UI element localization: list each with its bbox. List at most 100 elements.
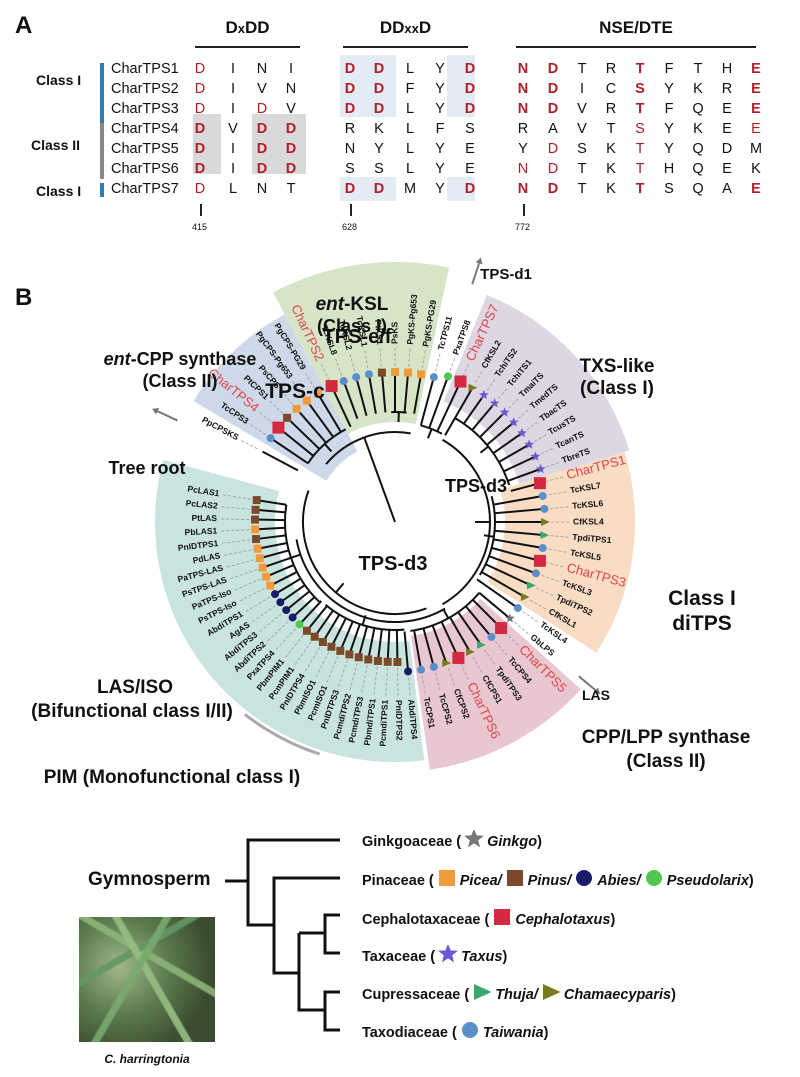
residue: V <box>577 101 587 117</box>
cephalotaxus-marker <box>533 477 546 490</box>
sector-ent-cpp <box>193 314 358 481</box>
residue: Y <box>664 141 674 157</box>
pinus-icon <box>506 870 523 886</box>
panel-a-letter: A <box>15 12 33 39</box>
residue: N <box>517 161 529 177</box>
cephalotaxus-marker <box>454 375 467 388</box>
residue: L <box>405 101 415 117</box>
residue: A <box>722 181 732 197</box>
picea-marker <box>266 581 275 590</box>
cephalotaxus-icon <box>494 909 511 925</box>
pinus-marker <box>310 632 319 641</box>
residue: C <box>605 81 617 97</box>
taiwania-marker <box>429 373 438 382</box>
motif-title-part: D <box>225 18 238 37</box>
residue: H <box>663 161 675 177</box>
close-paren: ) <box>502 949 508 965</box>
leaf-label: PgKS-Pg653 <box>405 294 419 345</box>
residue: D <box>344 101 356 117</box>
picea-marker <box>255 554 264 563</box>
tree-branches <box>255 372 545 672</box>
leaf-guide <box>462 364 469 377</box>
taxus-marker <box>530 451 541 461</box>
residue: D <box>194 101 206 117</box>
residue: D <box>373 181 385 197</box>
pinus-marker <box>393 657 402 666</box>
class-label-1: Class I <box>36 72 82 88</box>
taxus-marker <box>517 427 527 438</box>
residue: T <box>693 61 703 77</box>
genus-name: Cephalotaxus <box>515 912 611 928</box>
chamaecyparis-marker <box>520 593 530 601</box>
pinus-marker <box>364 655 373 664</box>
position-tick-3 <box>523 204 525 216</box>
tps-c-label: TPS-c <box>265 380 325 403</box>
pinus-marker <box>383 657 392 666</box>
ginkgo-symbol <box>464 830 485 848</box>
tree-root-arrow-head <box>152 408 160 415</box>
leaf-label: PtKS1 <box>373 319 385 345</box>
legend-family-taxodiaceae: Taxodiaceae (Taiwania) <box>362 1021 548 1041</box>
family-name: Cupressaceae ( <box>362 987 470 1003</box>
pseudolarix-icon <box>645 870 662 886</box>
family-name: Ginkgoaceae ( <box>362 834 462 850</box>
residue: D <box>373 101 385 117</box>
class-label-2: Class II <box>31 137 81 153</box>
taiwania-marker <box>538 491 547 500</box>
position-number-3: 772 <box>515 222 531 232</box>
residue: Y <box>435 161 445 177</box>
residue: I <box>230 81 236 97</box>
residue: E <box>465 161 475 177</box>
las-label: LAS <box>582 687 610 703</box>
residue: D <box>464 61 476 77</box>
taiwania-marker <box>364 370 373 379</box>
taxus-marker <box>479 389 489 400</box>
pinus-marker <box>251 505 260 514</box>
genus-name: Abies/ <box>597 873 641 889</box>
sequence-name: CharTPS4 <box>111 121 179 137</box>
leaf-guide <box>434 672 441 691</box>
residue: T <box>286 181 296 197</box>
chamaecyparis-icon <box>542 984 561 1000</box>
tps-d3-center-label: TPS-d3 <box>359 553 428 575</box>
picea-marker <box>302 396 311 405</box>
sequence-name: CharTPS3 <box>111 101 179 117</box>
class-i-ditps-sub: diTPS <box>672 612 732 635</box>
residue: T <box>577 181 587 197</box>
residue: D <box>194 121 206 137</box>
residue: I <box>579 81 585 97</box>
picea-marker <box>262 572 271 581</box>
residue: D <box>256 121 268 137</box>
residue: D <box>547 141 559 157</box>
residue: T <box>635 181 645 197</box>
leaf-guide <box>508 398 519 409</box>
motif-title-1: DxDD <box>195 18 300 38</box>
residue: K <box>606 141 616 157</box>
sector-txs-like <box>443 294 630 484</box>
motif-title-part: D <box>418 18 432 37</box>
motif-underline-2 <box>343 46 468 48</box>
class-i-box-dd <box>340 55 396 117</box>
residue: N <box>344 141 356 157</box>
leaf-guide <box>545 476 564 483</box>
residue: D <box>547 161 559 177</box>
residue: D <box>194 81 206 97</box>
position-tick-1 <box>200 204 202 216</box>
residue: Y <box>435 101 445 117</box>
residue: N <box>517 61 529 77</box>
chamaecyparis-marker <box>468 383 478 392</box>
position-number-1: 415 <box>192 222 208 232</box>
sequence-name: CharTPS7 <box>111 181 179 197</box>
pinus-marker <box>373 656 382 665</box>
legend-family-pinaceae: Pinaceae (Picea/Pinus/Abies/Pseudolarix) <box>362 869 754 889</box>
residue: T <box>606 121 616 137</box>
leaf-guide <box>529 599 546 610</box>
residue: S <box>345 161 355 177</box>
picea-marker <box>391 368 399 376</box>
legend-family-taxaceae: Taxaceae (Taxus) <box>362 945 507 965</box>
sequence-name: CharTPS5 <box>111 141 179 157</box>
residue: D <box>256 141 268 157</box>
residue: N <box>256 61 268 77</box>
residue: D <box>464 101 476 117</box>
leaf-guide <box>545 561 564 568</box>
